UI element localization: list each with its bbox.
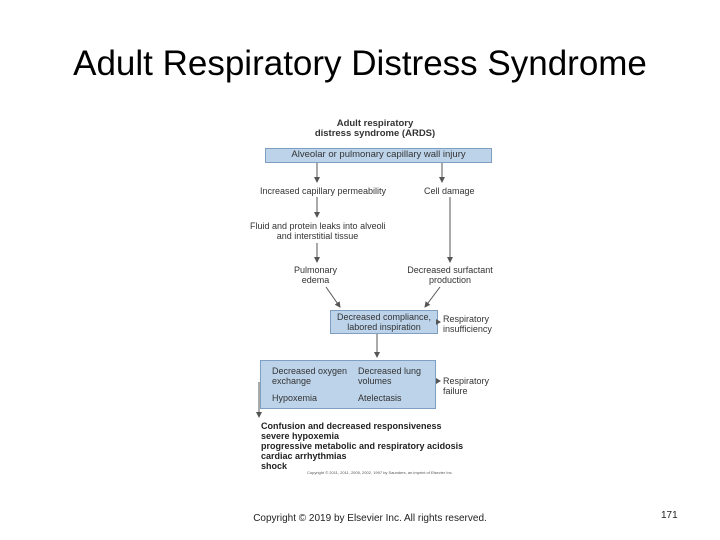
compliance-line-2: labored inspiration: [347, 322, 421, 332]
pulmonary-edema-line-1: Pulmonary: [293, 265, 338, 275]
arrow: [424, 286, 441, 308]
arrow: [325, 286, 341, 308]
effects-box: [260, 360, 436, 409]
oxygen-exchange-line-1: Decreased oxygen: [272, 366, 348, 376]
lung-volumes-line-2: volumes: [358, 376, 392, 386]
oxygen-exchange-line-2: exchange: [272, 376, 312, 386]
outcome-item: severe hypoxemia: [261, 431, 340, 441]
pulmonary-edema-line-2: edema: [301, 275, 330, 285]
compliance-box: [330, 310, 438, 334]
resp-failure-label: Respiratory failure: [443, 376, 489, 396]
cell-damage-label: Cell damage: [424, 186, 475, 196]
outcome-item: progressive metabolic and respiratory ac…: [261, 441, 464, 451]
resp-insufficiency-label: Respiratory insufficiency: [443, 314, 492, 334]
oxygen-exchange-label: Decreased oxygen exchange: [272, 366, 347, 386]
compliance-label: Decreased compliance, labored inspiratio…: [330, 312, 438, 332]
diagram-heading-line-1: Adult respiratory: [336, 118, 414, 129]
injury-box: [265, 148, 492, 163]
atelectasis-label: Atelectasis: [358, 393, 402, 403]
fluid-leak-label: Fluid and protein leaks into alveoli and…: [250, 221, 386, 241]
resp-failure-line-2: failure: [443, 386, 468, 396]
injury-label: Alveolar or pulmonary capillary wall inj…: [291, 149, 466, 160]
outcome-item: cardiac arrhythmias: [261, 451, 347, 461]
diagram-fine-print: Copyright © 2011, 2011, 2005, 2002, 1997…: [307, 470, 453, 475]
surfactant-label: Decreased surfactant production: [400, 265, 500, 285]
pulmonary-edema-label: Pulmonary edema: [283, 265, 348, 285]
copyright-footer: Copyright © 2019 by Elsevier Inc. All ri…: [253, 513, 487, 524]
fluid-leak-line-2: and interstitial tissue: [276, 231, 359, 241]
resp-insufficiency-line-2: insufficiency: [443, 324, 492, 334]
resp-failure-line-1: Respiratory: [443, 376, 490, 386]
diagram-heading: Adult respiratory distress syndrome (ARD…: [300, 119, 450, 139]
lung-volumes-label: Decreased lung volumes: [358, 366, 421, 386]
hypoxemia-label: Hypoxemia: [272, 393, 318, 403]
compliance-line-1: Decreased compliance,: [336, 312, 432, 322]
outcome-item: shock: [261, 461, 288, 471]
resp-insufficiency-line-1: Respiratory: [443, 314, 490, 324]
outcomes-list: Confusion and decreased responsiveness s…: [261, 421, 463, 471]
capillary-permeability-label: Increased capillary permeability: [260, 186, 387, 196]
diagram-heading-line-2: distress syndrome (ARDS): [314, 128, 436, 139]
arrow-head: [436, 319, 441, 325]
slide-title: Adult Respiratory Distress Syndrome: [73, 44, 647, 83]
outcome-item: Confusion and decreased responsiveness: [261, 421, 442, 431]
page-number: 171: [661, 510, 678, 521]
surfactant-line-1: Decreased surfactant: [407, 265, 493, 275]
fluid-leak-line-1: Fluid and protein leaks into alveoli: [250, 221, 386, 231]
lung-volumes-line-1: Decreased lung: [358, 366, 422, 376]
arrow-head: [436, 378, 441, 384]
surfactant-line-2: production: [428, 275, 472, 285]
